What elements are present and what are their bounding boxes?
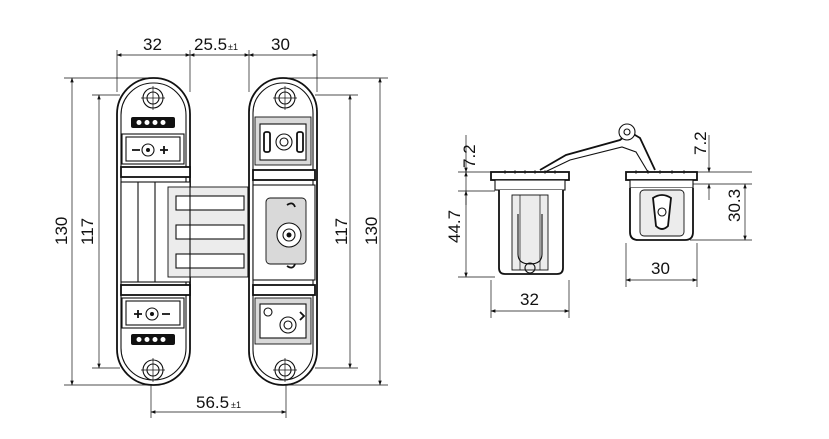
top-extension-lines <box>116 50 318 92</box>
dim-top-gap-tolerance: ±1 <box>228 42 238 52</box>
side-view: 7.2 44.7 7.2 30.3 32 30 <box>445 123 752 318</box>
dim-bottom-centers: 56.5 <box>196 393 229 412</box>
dim-side-top-offset-left: 7.2 <box>460 144 479 168</box>
right-extension-lines <box>285 77 388 386</box>
screw-hole-top-left <box>141 86 165 110</box>
dim-side-right-width: 30 <box>651 259 670 278</box>
screw-hole-bottom-left <box>141 358 165 382</box>
adjust-icon-bottom-left <box>134 307 170 321</box>
dim-side-left-width: 32 <box>520 290 539 309</box>
front-view: 32 25.5 ±1 30 130 117 117 130 <box>52 35 388 418</box>
dim-top-gap: 25.5 <box>194 35 227 54</box>
right-leaf <box>248 77 318 386</box>
dim-top-right-width: 30 <box>271 35 290 54</box>
center-link-arms <box>167 186 249 278</box>
dim-right-outer-height: 130 <box>362 217 381 245</box>
side-left-body <box>490 170 570 275</box>
adjust-icon-top-left <box>132 143 168 157</box>
dim-right-inner-height: 117 <box>332 218 351 245</box>
screw-hole-bottom-right <box>273 358 297 382</box>
dim-left-outer-height: 130 <box>52 217 71 245</box>
dim-side-body-depth: 30.3 <box>725 189 744 222</box>
dim-left-inner-height: 117 <box>78 218 97 245</box>
dim-side-total-depth: 44.7 <box>445 210 464 243</box>
side-right-body <box>625 170 698 241</box>
dim-top-left-width: 32 <box>143 35 162 54</box>
dim-side-top-offset-right: 7.2 <box>691 131 710 155</box>
screw-hole-top-right <box>273 86 297 110</box>
left-extension-lines <box>64 77 150 386</box>
side-linkage-arm <box>539 123 656 173</box>
dim-bottom-centers-tolerance: ±1 <box>231 400 241 410</box>
